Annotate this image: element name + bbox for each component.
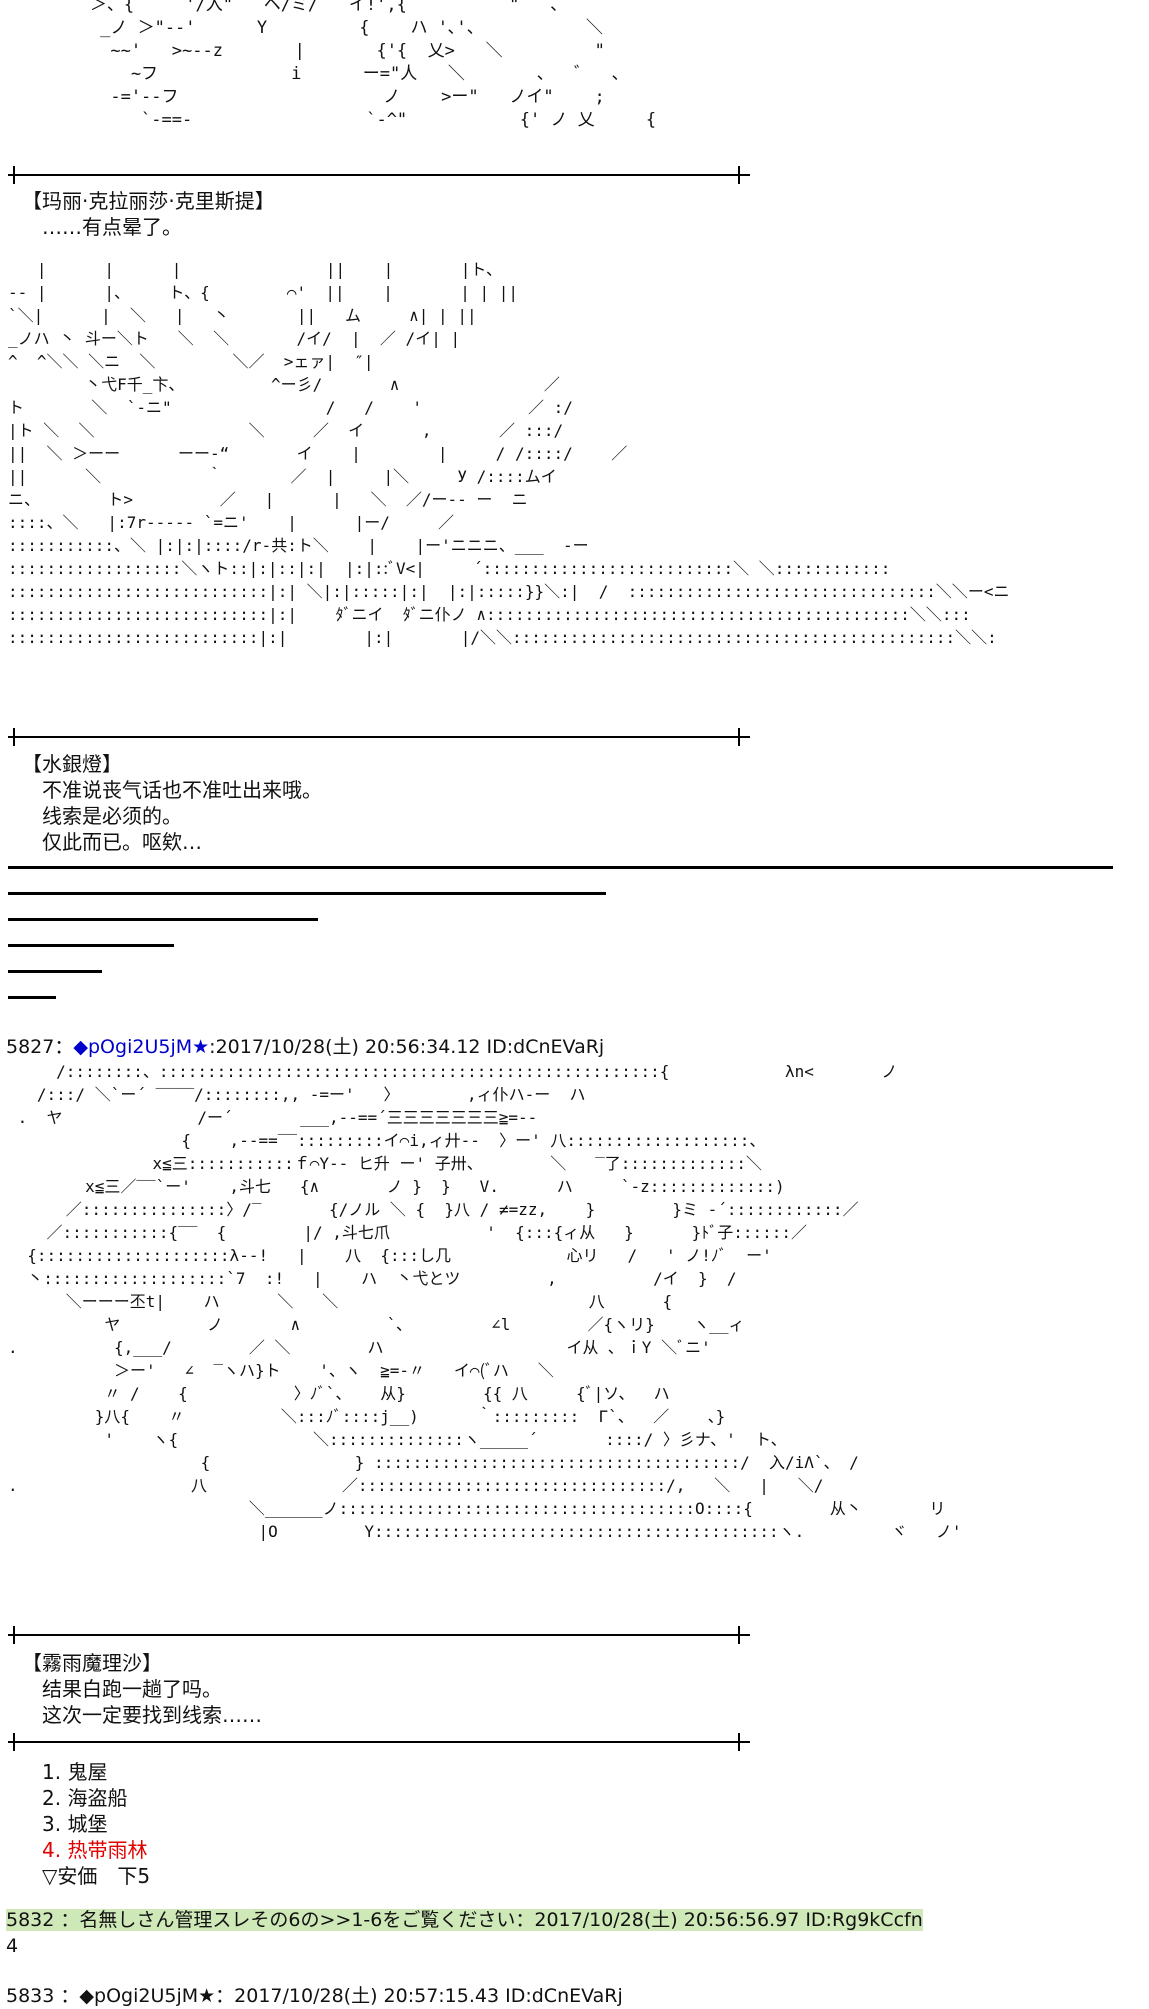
dialog-divider-top-3 <box>8 1626 750 1644</box>
divider-cap-left <box>13 728 15 746</box>
speaker-name: 【水銀燈】 <box>22 752 122 776</box>
separator-bar-6 <box>8 996 56 999</box>
divider-cap-right <box>738 166 740 184</box>
tripcode: pOgi2U5jM <box>88 1036 193 1058</box>
anka-instruction: ▽安価 下5 <box>42 1864 151 1888</box>
dialog-divider-top-1 <box>8 166 750 184</box>
diamond-icon: ◆ <box>73 1036 88 1058</box>
ascii-art-scene: | | | || | |ト、 -- | |、 ト、{ ⌒' || | | | |… <box>8 260 1010 647</box>
star-icon: ★ <box>192 1036 210 1058</box>
dialog-line: 结果白跑一趟了吗。 <box>42 1677 222 1701</box>
dialog-line: ……有点晕了。 <box>42 215 182 239</box>
divider-cap-left <box>13 166 15 184</box>
choice-item: 1. 鬼屋 <box>42 1760 108 1784</box>
divider-cap-left <box>13 1626 15 1644</box>
reply-header-text: 5832 ：名無しさん管理スレその6の>>1-6をご覧ください：2017/10/… <box>6 1909 923 1931</box>
ascii-art-marisa: /::::::::、::::::::::::::::::::::::::::::… <box>8 1062 962 1541</box>
choice-item-selected: 4. 热带雨林 <box>42 1838 148 1862</box>
separator-bar-4 <box>8 944 174 947</box>
post-header: 5827：◆pOgi2U5jM★:2017/10/28(土) 20:56:34.… <box>6 1035 604 1060</box>
speaker-name: 【玛丽·克拉丽莎·克里斯提】 <box>22 189 275 213</box>
divider-cap-left <box>13 1733 15 1751</box>
reply-post-header: 5832 ：名無しさん管理スレその6の>>1-6をご覧ください：2017/10/… <box>6 1908 923 1933</box>
post-number: 5827 <box>6 1036 55 1058</box>
post-separator: ： <box>54 1036 74 1058</box>
post-date: :2017/10/28(土) 20:56:34.12 ID:dCnEVaRj <box>209 1036 605 1058</box>
dialog-divider-bottom <box>8 1733 750 1751</box>
separator-bar-1 <box>8 866 1113 869</box>
divider-cap-right <box>738 728 740 746</box>
reply-post-body: 4 <box>6 1935 19 1957</box>
separator-bar-3 <box>8 918 318 921</box>
divider-cap-right <box>738 1626 740 1644</box>
dialog-line: 线索是必须的。 <box>42 804 182 828</box>
dialog-divider-top-2 <box>8 728 750 746</box>
dialog-line: 仅此而已。呕欸… <box>42 830 202 854</box>
separator-bar-5 <box>8 970 102 973</box>
dialog-line: 这次一定要找到线索…… <box>42 1703 262 1727</box>
divider-cap-right <box>738 1733 740 1751</box>
separator-bar-2 <box>8 892 606 895</box>
speaker-name: 【霧雨魔理沙】 <box>22 1651 162 1675</box>
ascii-art-top: ＞、{ '/入" ヘ/ミ/ イ!',{ " 、 _ノ ＞"--' Y { ハ '… <box>89 0 657 130</box>
dialog-line: 不准说丧气话也不准吐出来哦。 <box>42 778 322 802</box>
choice-item: 2. 海盗船 <box>42 1786 128 1810</box>
choice-item: 3. 城堡 <box>42 1812 108 1836</box>
next-post-header: 5833 ：◆pOgi2U5jM★：2017/10/28(土) 20:57:15… <box>6 1985 623 2007</box>
